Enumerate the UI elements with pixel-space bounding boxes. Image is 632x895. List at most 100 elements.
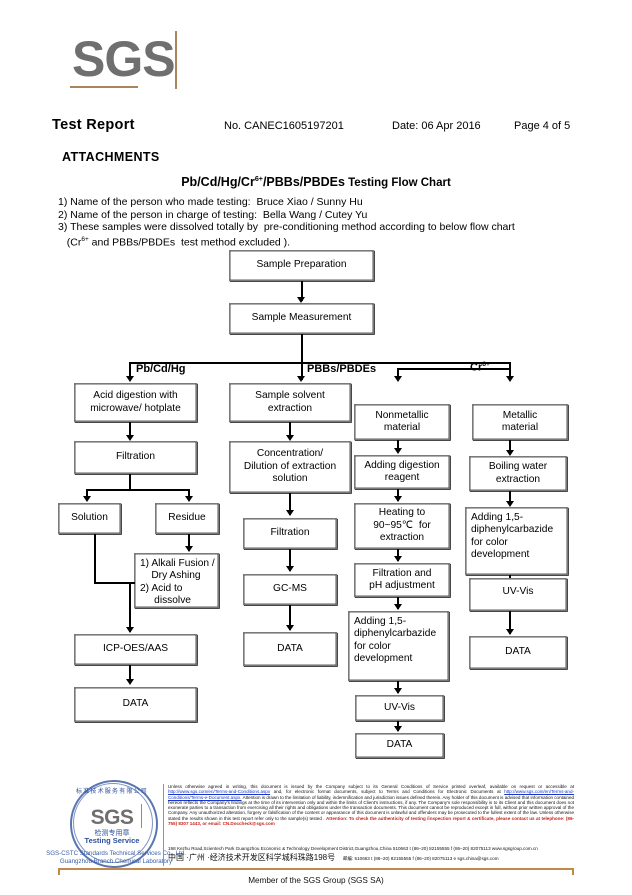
connector-prep-to-measure	[300, 281, 303, 301]
footer-rule-tick-left	[58, 868, 60, 875]
flow-chart-title-sup: 6+	[254, 175, 263, 184]
connector-residue-to-alkali	[188, 534, 191, 551]
connector-main-bus	[129, 362, 511, 365]
page-title: Test Report	[52, 117, 135, 133]
connector-acid-to-filtration	[129, 422, 132, 439]
sgs-logo: SGS	[72, 31, 176, 87]
flow-box-uv-vis-metallic: UV-Vis	[469, 578, 567, 611]
branch-label-pbbs-pbdes: PBBs/PBDEs	[307, 363, 377, 375]
connector-bus-to-pbbs	[300, 362, 303, 380]
note-4: (Cr6+ and PBBs/PBDEs test method exclude…	[58, 235, 291, 249]
connector-filtration-down-pb	[129, 474, 132, 491]
seal-company-line-1: SGS-CSTC Standards Technical Services Co…	[46, 850, 186, 857]
connector-uvvis-to-data-met	[509, 611, 512, 634]
report-date: Date: 06 Apr 2016	[392, 120, 481, 132]
seal-inner-ring	[73, 783, 153, 863]
company-address-block: 198 Kezhu Road,Scientech Park Guangzhou …	[168, 845, 588, 863]
electronic-documents-link[interactable]: http://www.sgs.com/en/Terms-and-Conditio…	[168, 789, 574, 800]
arrow-acid-to-filtration	[125, 435, 134, 441]
arrow-to-solution	[82, 496, 91, 502]
legal-disclaimer: Unless otherwise agreed in writing, this…	[168, 784, 574, 826]
notes-list: 1) Name of the person who made testing: …	[58, 196, 515, 249]
arrow-cr-to-nonmetallic	[393, 376, 402, 382]
arrow-uvvis-to-data-met	[505, 629, 514, 635]
note-1: 1) Name of the person who made testing: …	[58, 196, 363, 208]
connector-cr-to-nonmetallic	[397, 368, 400, 380]
arrow-reagent-to-heating	[393, 496, 402, 502]
seal-cn-label: 检测专用章	[94, 830, 130, 837]
flow-box-data-metallic: DATA	[469, 636, 567, 669]
arrow-heating-to-filtration	[393, 556, 402, 562]
connector-measure-down	[300, 334, 303, 364]
arrow-solvent-to-conc	[285, 435, 294, 441]
footer-rule	[58, 868, 574, 870]
member-of-group-text: Member of the SGS Group (SGS SA)	[248, 876, 384, 885]
flow-box-data-nonmetallic: DATA	[355, 733, 444, 758]
address-chinese-tail: 邮编: 510663 t (86–20) 82155555 f (86–20) …	[342, 855, 499, 861]
sgs-testing-seal: 标准技术服务有限公司 SGS 检测专用章 Testing Service SGS…	[46, 778, 186, 870]
attachments-heading: ATTACHMENTS	[62, 150, 160, 164]
flow-box-data-pb: DATA	[74, 687, 197, 722]
connector-bus-to-cr	[509, 362, 512, 370]
connector-solution-down	[94, 534, 97, 584]
connector-bus-to-pb	[129, 362, 132, 380]
flow-chart-title-analytes: Pb/Cd/Hg/Cr	[181, 175, 255, 189]
arrow-filtration-to-dpc	[393, 604, 402, 610]
terms-and-conditions-link[interactable]: http://www.sgs.com/en/Terms-and-Conditio…	[168, 789, 271, 795]
connector-merge-to-icp	[129, 582, 132, 632]
flow-chart-title-suffix: Testing Flow Chart	[344, 177, 451, 189]
legal-part-3: Attention is drawn to the limitation of …	[168, 794, 574, 821]
connector-cr-to-metallic	[509, 368, 512, 380]
seal-en-label: Testing Service	[84, 836, 140, 845]
connector-solvent-to-conc	[289, 422, 292, 439]
connector-to-residue	[188, 489, 191, 500]
report-number: No. CANEC1605197201	[224, 120, 344, 132]
arrow-cr-to-metallic	[505, 376, 514, 382]
footer-rule-tick-right	[572, 868, 574, 875]
connector-boiling-to-dpc	[509, 491, 512, 505]
connector-icp-to-data	[129, 665, 132, 683]
arrow-uvvis-to-data-nonmet	[393, 726, 402, 732]
branch-label-pb-cd-hg: Pb/Cd/Hg	[136, 363, 186, 375]
seal-outer-ring	[70, 780, 158, 868]
connector-merge-bus-pb	[94, 582, 135, 585]
arrow-gcms-to-data	[285, 625, 294, 631]
connector-reagent-to-heating	[397, 489, 400, 501]
connector-filtration-split-bus	[86, 489, 190, 492]
footer-separator	[163, 784, 164, 866]
seal-arc-text: 标准技术服务有限公司	[76, 789, 149, 795]
connector-nonmet-to-reagent	[397, 440, 400, 452]
seal-sgs-text: SGS	[90, 806, 134, 829]
flow-box-gc-ms: GC-MS	[243, 574, 337, 605]
arrow-met-to-boiling	[505, 450, 514, 456]
page-indicator: Page 4 of 5	[514, 120, 571, 132]
logo-horizontal-rule	[70, 86, 138, 88]
arrow-filtration-to-gcms	[285, 566, 294, 572]
arrow-prep-to-measure	[297, 297, 305, 303]
connector-dpc-to-uvvis-nonmet	[397, 681, 400, 693]
arrow-merge-to-icp	[125, 627, 134, 633]
note-2: 2) Name of the person in charge of testi…	[58, 208, 368, 221]
arrow-to-residue	[184, 496, 193, 502]
branch-label-cr6: Cr6+	[470, 361, 491, 374]
address-chinese: 中国 ·广州 ·经济技术开发区科学城科珠路198号	[168, 852, 336, 862]
flow-chart-title: Pb/Cd/Hg/Cr6+/PBBs/PBDEs Testing Flow Ch…	[0, 175, 632, 189]
connector-cr-split-bus	[397, 368, 511, 371]
arrow-residue-to-alkali	[184, 546, 193, 552]
arrow-bus-to-pb	[125, 376, 134, 382]
seal-company-line-2: Guangzhou Branch Chemical Laboratory	[59, 858, 173, 865]
connector-gcms-to-data	[289, 605, 292, 630]
flow-box-data-pbbs: DATA	[243, 632, 337, 666]
address-chinese-row: 中国 ·广州 ·经济技术开发区科学城科珠路198号 邮编: 510663 t (…	[168, 852, 588, 864]
flow-box-residue: Residue	[155, 503, 219, 534]
arrow-nonmet-to-reagent	[393, 448, 402, 454]
